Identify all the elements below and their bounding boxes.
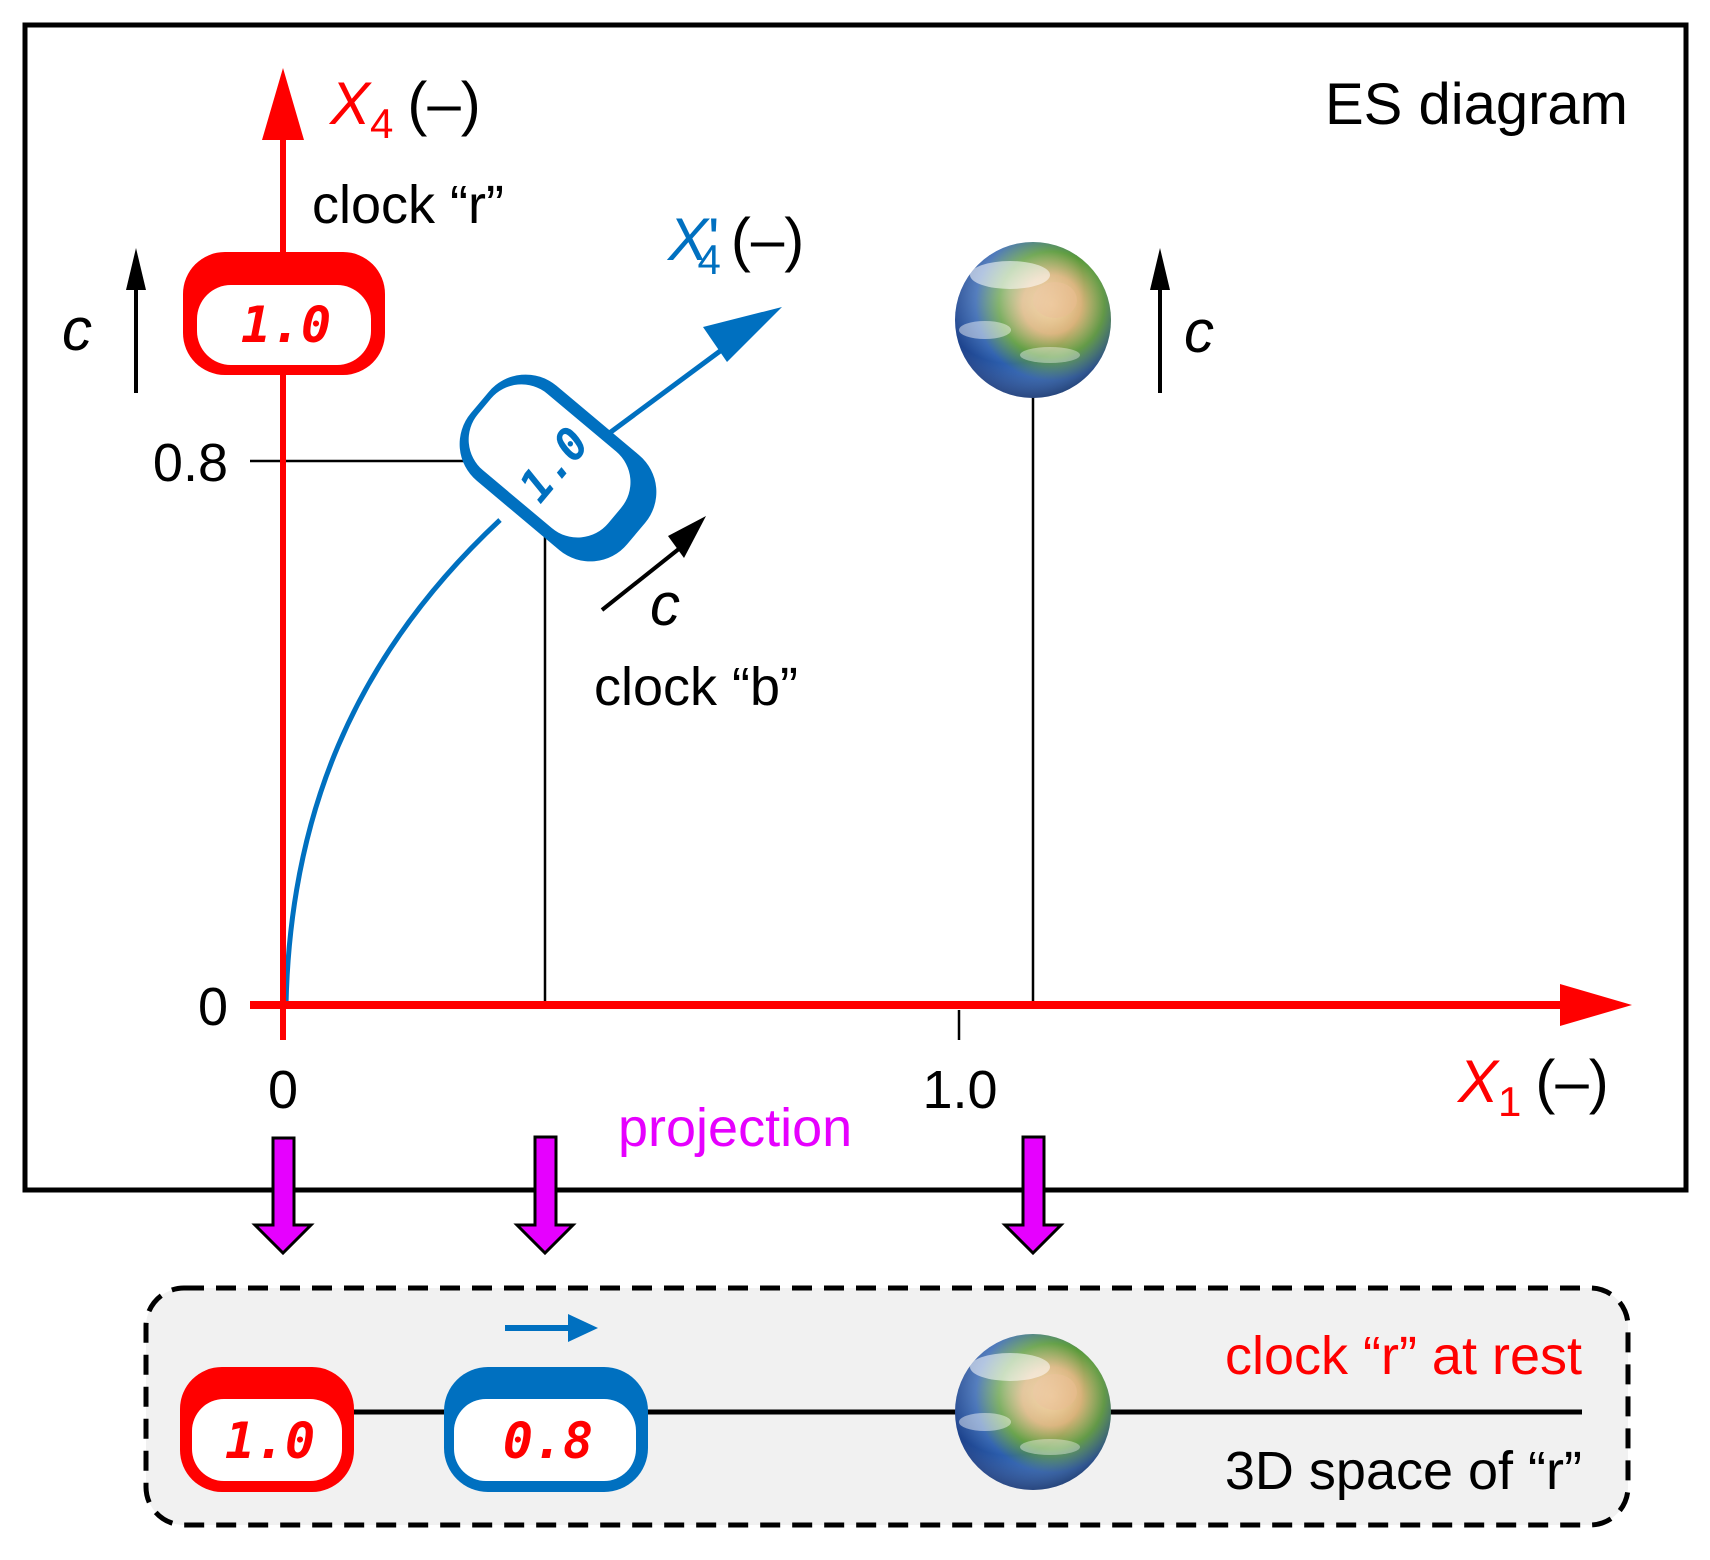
projection-arrow-3	[1001, 1135, 1065, 1256]
x4-prime-axis-line	[598, 337, 737, 443]
x4-symbol: X	[328, 70, 372, 137]
x4-unit: (–)	[407, 70, 480, 137]
x1-axis-arrowhead	[1560, 984, 1632, 1026]
diagram-frame	[22, 22, 1689, 1193]
clock-r-top-display: 1.0	[241, 296, 331, 354]
x1-axis-label: X1 (–)	[1456, 1048, 1609, 1125]
clock-r-at-rest-label: clock “r” at rest	[1225, 1326, 1582, 1386]
projection-label: projection	[618, 1098, 852, 1158]
clock-b-label: clock “b”	[594, 657, 798, 717]
diagram-title: ES diagram	[1325, 72, 1628, 137]
x4-prime-axis-label: X'4(–)	[666, 206, 804, 283]
clock-b-bottom-display: 0.8	[503, 1412, 593, 1470]
x-tick-label-1.0: 1.0	[922, 1060, 997, 1120]
x-tick-label-0: 0	[268, 1060, 298, 1120]
y-tick-label-0: 0	[198, 977, 228, 1037]
3d-space-label: 3D space of “r”	[1225, 1441, 1582, 1501]
x4-prime-axis-arrowhead	[703, 307, 782, 362]
clock-b-top: 1.0	[459, 374, 657, 562]
earth-icon-bottom	[955, 1334, 1111, 1490]
motion-arrow-head	[568, 1314, 598, 1342]
clock-b-bottom: 0.8	[444, 1367, 648, 1492]
x4-axis-label: X4 (–)	[328, 70, 481, 147]
c-label-right: c	[1184, 298, 1214, 365]
worldline-clock-b	[283, 518, 502, 1006]
c-arrow-diagonal-head	[668, 516, 706, 558]
c-label-left: c	[62, 296, 92, 363]
x4p-unit: (–)	[731, 206, 804, 273]
x4-axis-arrowhead	[262, 68, 304, 140]
c-arrow-left-head	[126, 248, 146, 290]
x4-subscript: 4	[370, 100, 393, 147]
clock-r-label: clock “r”	[312, 175, 504, 235]
c-arrow-right-head	[1150, 248, 1170, 290]
projection-arrow-2	[513, 1135, 577, 1256]
c-label-diagonal: c	[650, 571, 680, 638]
clock-r-bottom-display: 1.0	[225, 1412, 315, 1470]
c-arrow-diagonal-shaft	[600, 546, 682, 612]
x1-subscript: 1	[1498, 1078, 1521, 1125]
earth-icon-top	[955, 242, 1111, 398]
x1-symbol: X	[1456, 1048, 1500, 1115]
clock-r-bottom: 1.0	[180, 1367, 354, 1492]
x4p-symbol: X	[666, 206, 710, 273]
clock-r-top: 1.0	[183, 252, 385, 375]
x1-unit: (–)	[1535, 1048, 1608, 1115]
y-tick-label-0.8: 0.8	[153, 433, 228, 493]
x4p-subscript: 4	[698, 236, 721, 283]
projection-arrow-1	[251, 1136, 315, 1256]
x4p-prime: '	[708, 206, 719, 273]
